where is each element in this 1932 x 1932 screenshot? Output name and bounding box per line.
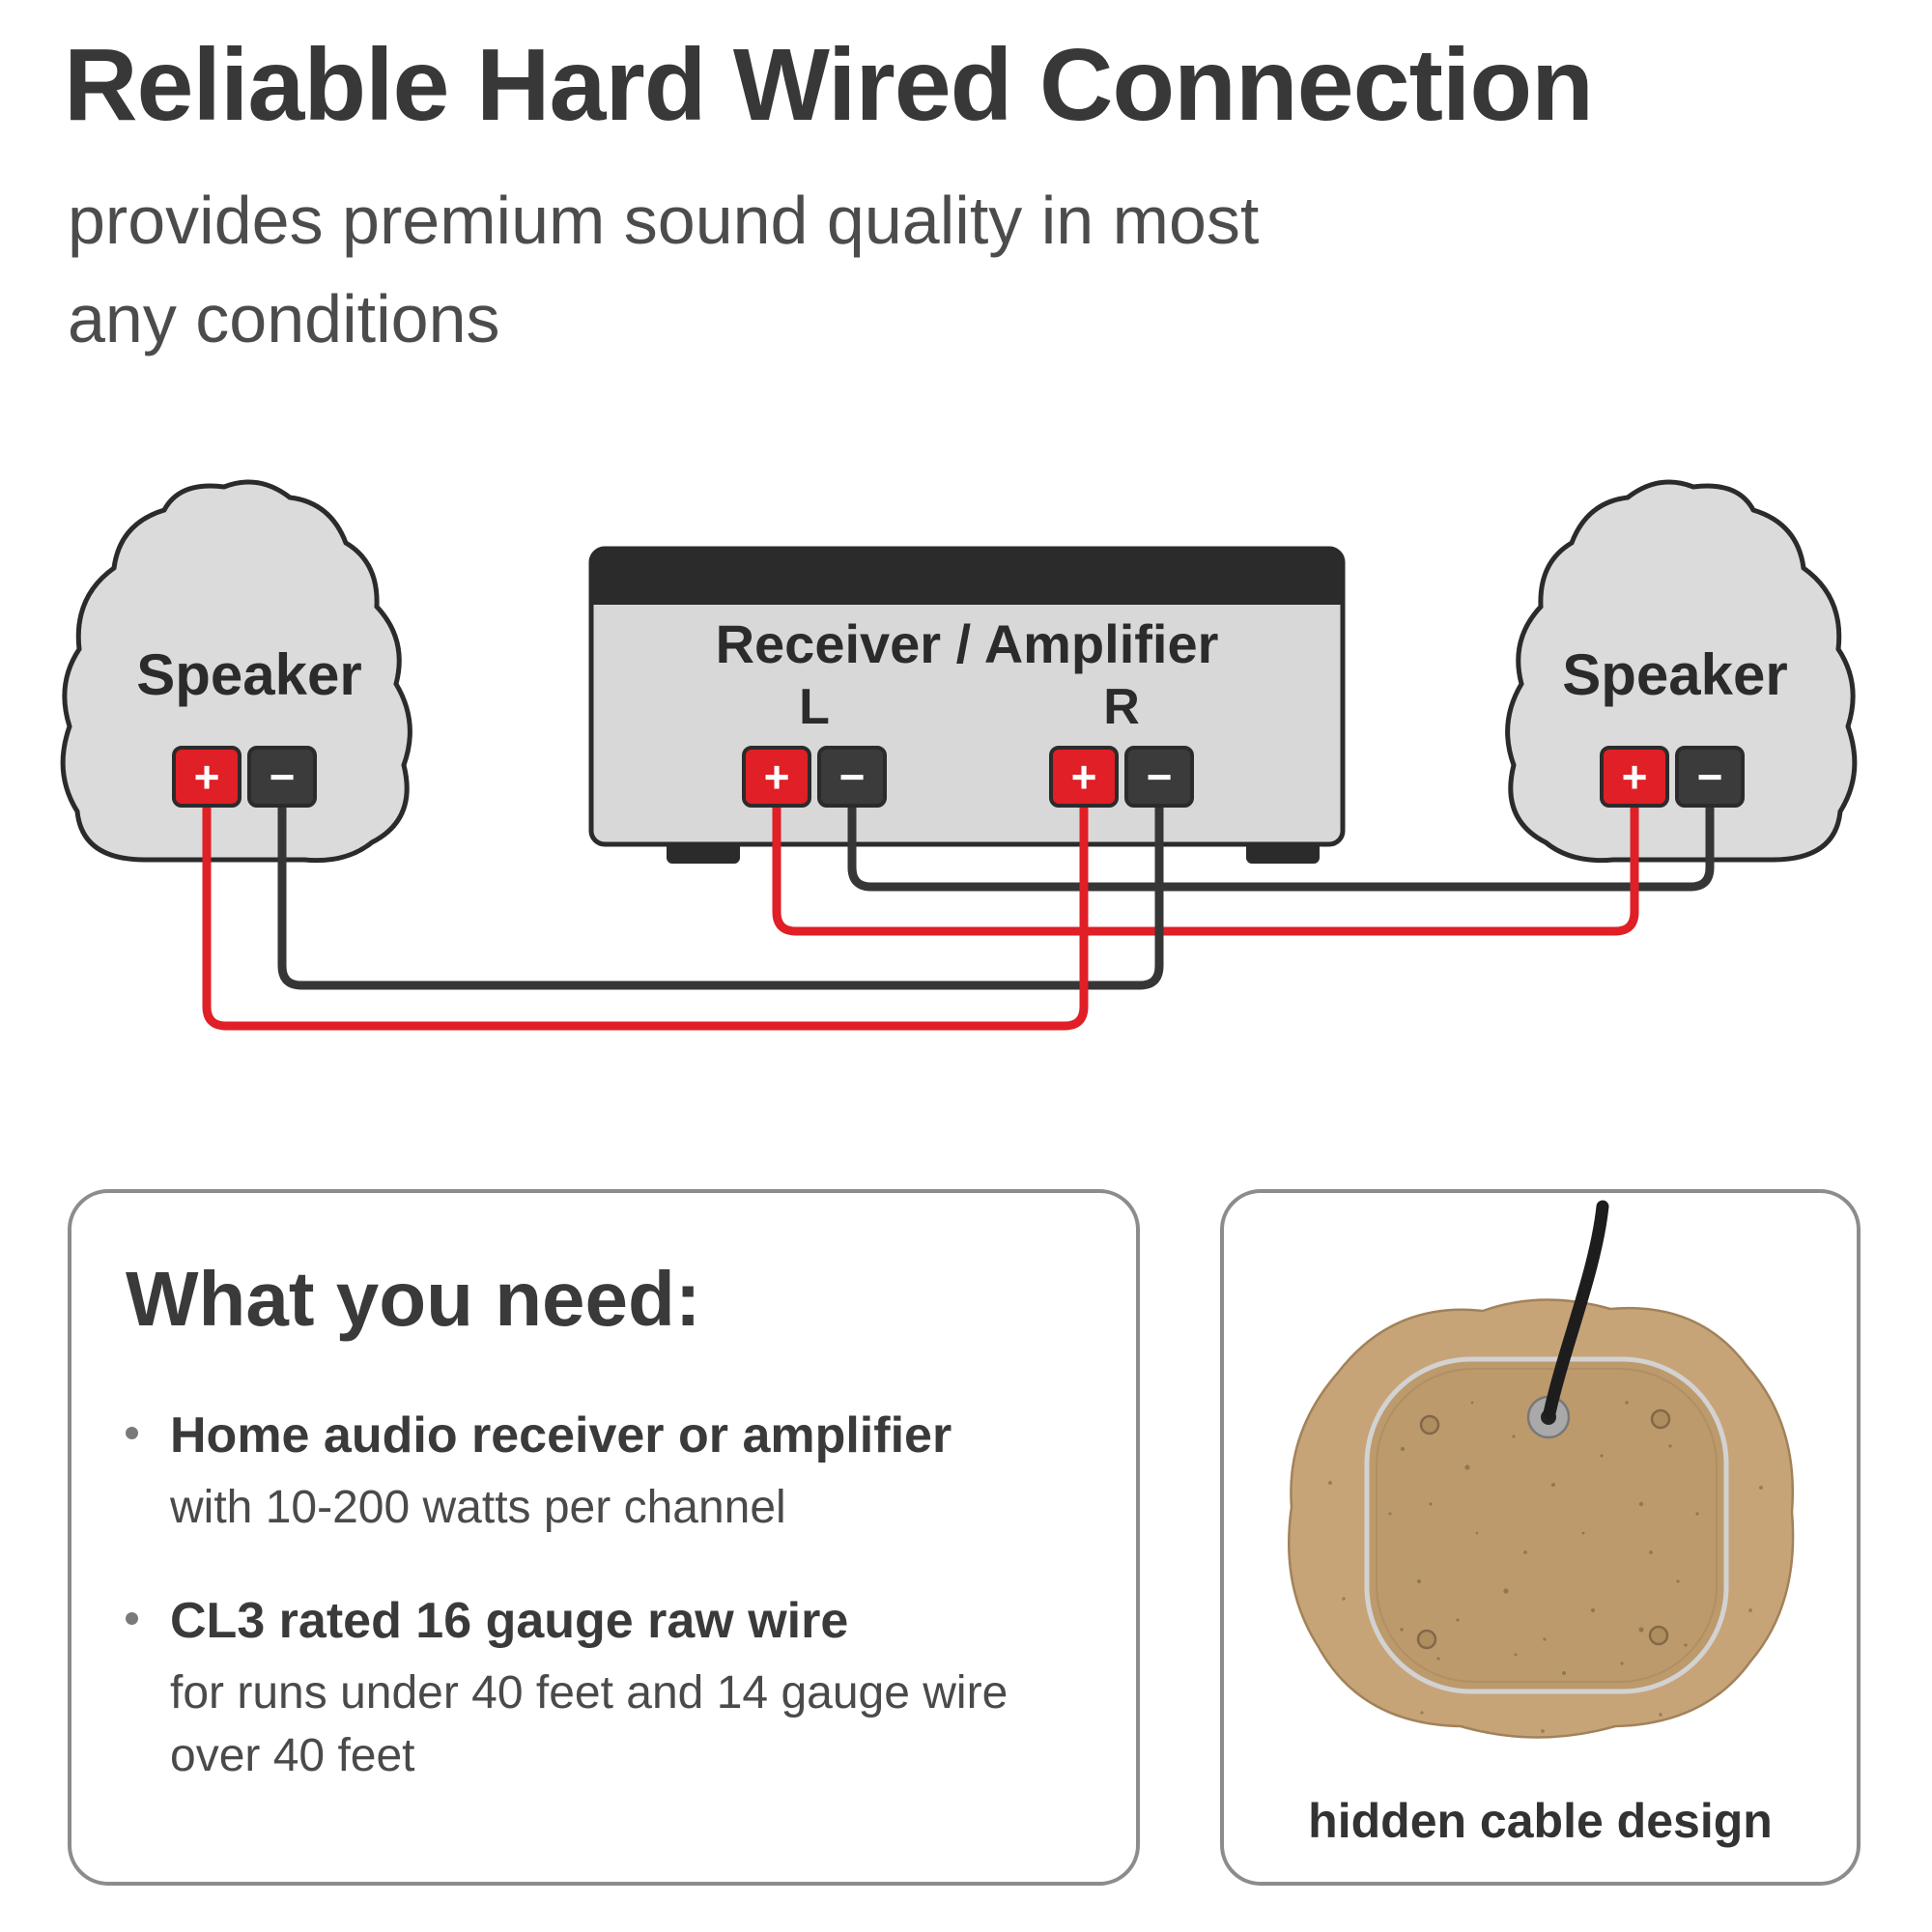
- left-speaker-label: Speaker: [136, 642, 362, 707]
- page-subtitle: provides premium sound quality in most a…: [68, 172, 1259, 368]
- receiver-amplifier-label: Receiver / Amplifier: [715, 613, 1219, 674]
- right-speaker-negative-terminal: −: [1675, 746, 1745, 808]
- right-speaker-label: Speaker: [1562, 642, 1788, 707]
- list-item-title: CL3 rated 16 gauge raw wire: [170, 1593, 849, 1650]
- receiver-left-positive-terminal: +: [742, 746, 811, 808]
- screw-icon: [1648, 1625, 1669, 1646]
- list-item: CL3 rated 16 gauge raw wire for runs und…: [126, 1589, 1088, 1787]
- what-you-need-list: Home audio receiver or amplifier with 10…: [126, 1404, 1088, 1788]
- subtitle-line-2: any conditions: [68, 280, 500, 356]
- list-item-detail: for runs under 40 feet and 14 gauge wire…: [170, 1666, 1009, 1781]
- screws: [1416, 1408, 1671, 1650]
- subtitle-line-1: provides premium sound quality in most: [68, 183, 1260, 258]
- what-you-need-heading: What you need:: [126, 1256, 701, 1342]
- stone-speckles: [1328, 1401, 1763, 1733]
- wire-left-speaker-positive: [202, 798, 1089, 1031]
- list-item-detail: with 10-200 watts per channel: [170, 1481, 786, 1533]
- what-you-need-box: What you need: Home audio receiver or am…: [68, 1189, 1140, 1886]
- receiver-left-negative-terminal: −: [817, 746, 887, 808]
- list-item-title: Home audio receiver or amplifier: [170, 1407, 952, 1463]
- right-channel-label: R: [1103, 679, 1140, 735]
- left-speaker-negative-terminal: −: [247, 746, 317, 808]
- receiver-right-positive-terminal: +: [1049, 746, 1119, 808]
- recessed-base-inner-edge: [1376, 1368, 1718, 1683]
- receiver-foot-left: [667, 840, 740, 864]
- wire-right-speaker-negative: [847, 798, 1715, 892]
- receiver-top-bar: [591, 549, 1343, 605]
- list-item: Home audio receiver or amplifier with 10…: [126, 1404, 1088, 1539]
- receiver-right-negative-terminal: −: [1124, 746, 1194, 808]
- screw-icon: [1650, 1408, 1671, 1430]
- hidden-cable-box: hidden cable design: [1220, 1189, 1861, 1886]
- page-title: Reliable Hard Wired Connection: [64, 28, 1594, 142]
- right-speaker-positive-terminal: +: [1600, 746, 1669, 808]
- wire-left-speaker-negative: [277, 798, 1164, 990]
- speaker-cable: [1543, 1200, 1609, 1420]
- bullet-icon: [126, 1427, 138, 1439]
- screw-icon: [1419, 1414, 1440, 1435]
- wire-right-speaker-positive: [772, 798, 1639, 936]
- hidden-cable-caption: hidden cable design: [1308, 1794, 1773, 1848]
- rock-speaker-bottom-photo: [1287, 1200, 1795, 1739]
- recessed-base-panel: [1364, 1356, 1729, 1694]
- screw-icon: [1416, 1629, 1437, 1650]
- receiver-body: [588, 546, 1346, 847]
- left-channel-label: L: [799, 679, 830, 735]
- bullet-icon: [126, 1612, 138, 1626]
- receiver-foot-right: [1246, 840, 1320, 864]
- left-speaker-positive-terminal: +: [172, 746, 242, 808]
